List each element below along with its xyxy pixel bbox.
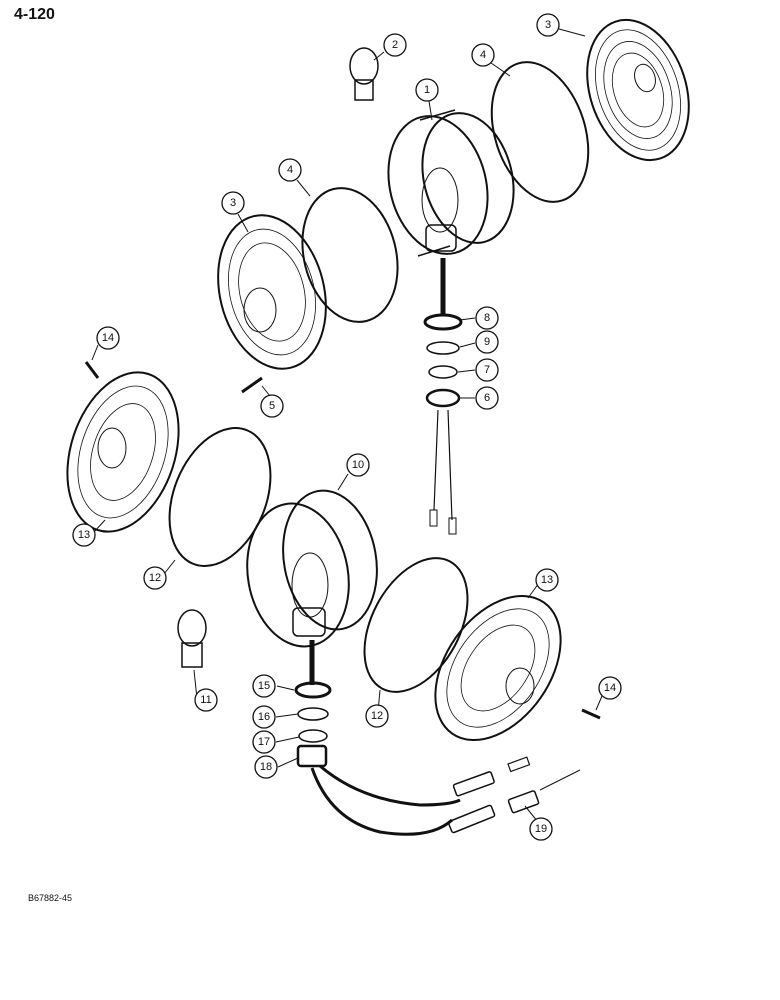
callout-7: 7 (475, 358, 499, 382)
svg-text:4: 4 (480, 49, 486, 61)
callout-19: 19 (529, 817, 553, 841)
screw-5 (241, 376, 263, 394)
svg-text:13: 13 (78, 529, 90, 541)
svg-text:7: 7 (484, 364, 490, 376)
svg-text:13: 13 (541, 574, 553, 586)
upper-stud-hardware (423, 258, 463, 535)
svg-text:1: 1 (424, 84, 430, 96)
svg-text:10: 10 (352, 459, 364, 471)
svg-text:19: 19 (535, 823, 547, 835)
svg-text:18: 18 (260, 761, 272, 773)
lens-3-left (217, 214, 327, 370)
lens-13-right (434, 594, 562, 742)
housing-10 (246, 489, 378, 648)
callout-14-left: 14 (96, 326, 120, 350)
svg-text:8: 8 (484, 312, 490, 324)
screw-14-left (84, 361, 100, 379)
callout-13-right: 13 (535, 568, 559, 592)
gasket-12-right (363, 557, 469, 693)
gasket-4-left (301, 187, 399, 323)
housing-1 (387, 109, 515, 257)
callout-3-upper: 3 (536, 13, 560, 37)
document-code: B67882-45 (28, 893, 73, 903)
callout-4-upper: 4 (471, 43, 495, 67)
svg-text:9: 9 (484, 336, 490, 348)
callout-5: 5 (260, 394, 284, 418)
svg-text:3: 3 (545, 19, 551, 31)
gasket-12-left (168, 427, 272, 567)
callout-13-left: 13 (72, 523, 96, 547)
bulb-2 (349, 47, 379, 101)
callout-3-left: 3 (221, 191, 245, 215)
svg-text:14: 14 (604, 682, 616, 694)
gasket-4-upper-right (490, 61, 590, 203)
callout-12-left: 12 (143, 566, 167, 590)
svg-text:6: 6 (484, 392, 490, 404)
svg-text:14: 14 (102, 332, 114, 344)
callout-18: 18 (254, 755, 278, 779)
lens-13-left (66, 371, 180, 533)
screw-14-right (581, 708, 601, 720)
callout-4-left: 4 (278, 158, 302, 182)
callout-6: 6 (475, 386, 499, 410)
page-number: 4-120 (14, 6, 55, 23)
svg-text:4: 4 (287, 164, 293, 176)
callout-16: 16 (252, 705, 276, 729)
lower-stud-hardware (294, 640, 332, 768)
svg-text:15: 15 (258, 680, 270, 692)
svg-text:5: 5 (269, 400, 275, 412)
svg-text:2: 2 (392, 39, 398, 51)
svg-text:3: 3 (230, 197, 236, 209)
svg-text:16: 16 (258, 711, 270, 723)
svg-text:17: 17 (258, 736, 270, 748)
callout-15: 15 (252, 674, 276, 698)
callout-2: 2 (383, 33, 407, 57)
callout-8: 8 (475, 306, 499, 330)
callout-17: 17 (252, 730, 276, 754)
callout-9: 9 (475, 330, 499, 354)
callout-10: 10 (346, 453, 370, 477)
callout-12-right: 12 (365, 704, 389, 728)
svg-text:12: 12 (149, 572, 161, 584)
callout-14-right: 14 (598, 676, 622, 700)
svg-text:12: 12 (371, 710, 383, 722)
wire-harness (310, 756, 581, 836)
svg-text:11: 11 (200, 694, 211, 706)
lens-3-upper-right (586, 18, 690, 162)
bulb-11 (177, 609, 207, 668)
callout-11: 11 (194, 688, 218, 712)
callout-1: 1 (415, 78, 439, 102)
